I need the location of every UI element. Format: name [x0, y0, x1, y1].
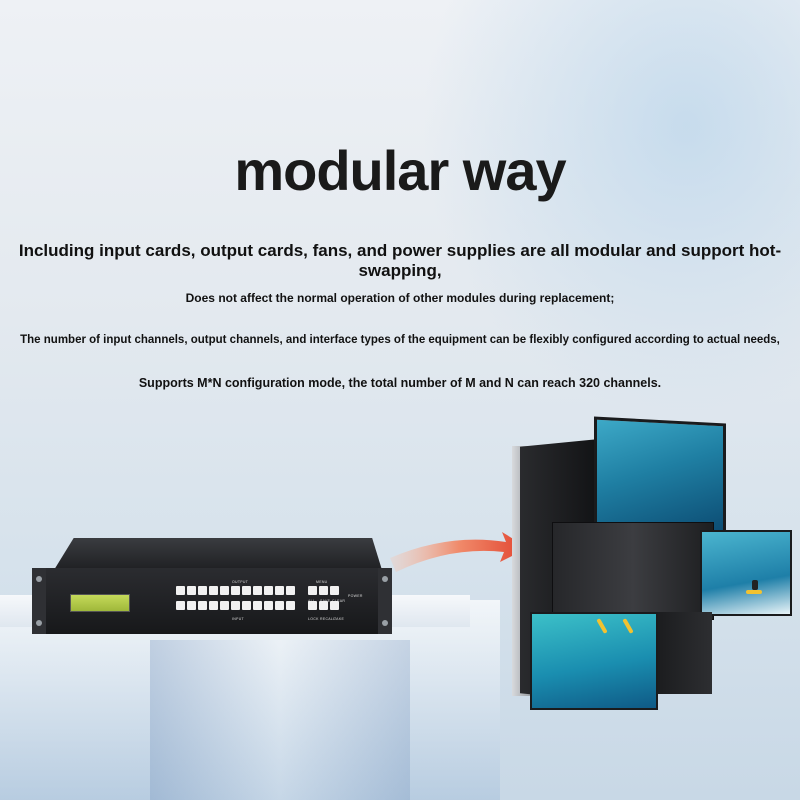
input-button — [264, 601, 273, 610]
led-module — [552, 522, 714, 620]
input-button — [242, 601, 251, 610]
output-button — [187, 586, 196, 595]
btn-label-recall: RECALL — [320, 617, 336, 621]
device-top-cover — [54, 538, 382, 570]
screw-icon — [36, 576, 42, 582]
output-button — [264, 586, 273, 595]
description-line-3: The number of input channels, output cha… — [20, 334, 780, 346]
output-button — [242, 586, 251, 595]
input-button — [231, 601, 240, 610]
save-button — [319, 586, 328, 595]
input-button — [198, 601, 207, 610]
screw-icon — [382, 620, 388, 626]
output-button — [198, 586, 207, 595]
output-button — [231, 586, 240, 595]
clear-button — [330, 586, 339, 595]
surfboard — [746, 590, 762, 594]
output-button — [220, 586, 229, 595]
take-button — [330, 601, 339, 610]
page-title: modular way — [234, 139, 566, 202]
surfboard — [622, 618, 634, 634]
led-screen-right — [700, 530, 792, 616]
screw-icon — [36, 620, 42, 626]
matrix-switcher-device: OUTPUT INPUT MENU ALL SAVE CLEAR LOCK RE… — [32, 538, 392, 638]
input-button — [187, 601, 196, 610]
output-label: OUTPUT — [232, 580, 249, 584]
pedestal-column — [150, 640, 410, 800]
output-button — [176, 586, 185, 595]
lcd-display — [70, 594, 130, 612]
btn-label-take: TAKE — [334, 617, 345, 621]
input-button — [176, 601, 185, 610]
channel-buttons — [176, 586, 304, 616]
input-button — [253, 601, 262, 610]
surfer-figure — [752, 580, 758, 590]
menu-label: MENU — [316, 580, 328, 584]
led-screen-top — [594, 416, 726, 536]
power-label: POWER — [348, 594, 363, 598]
surfboard — [596, 618, 608, 634]
description-line-1: Including input cards, output cards, fan… — [18, 241, 782, 280]
screw-icon — [382, 576, 388, 582]
rack-ear-right — [378, 568, 392, 634]
output-button — [253, 586, 262, 595]
input-button — [209, 601, 218, 610]
all-button — [308, 586, 317, 595]
input-button — [275, 601, 284, 610]
curved-arrow-icon — [390, 532, 528, 572]
input-label: INPUT — [232, 617, 244, 621]
recall-button — [319, 601, 328, 610]
cabinet-bottom-right — [652, 612, 712, 694]
input-button — [286, 601, 295, 610]
output-button — [209, 586, 218, 595]
led-screen-bottom — [530, 612, 658, 710]
output-button — [286, 586, 295, 595]
background-glow — [420, 0, 800, 420]
rack-ear-left — [32, 568, 46, 634]
output-button — [275, 586, 284, 595]
btn-label-lock: LOCK — [308, 617, 319, 621]
lock-button — [308, 601, 317, 610]
description-line-4: Supports M*N configuration mode, the tot… — [138, 376, 662, 390]
menu-buttons — [308, 586, 339, 616]
input-button — [220, 601, 229, 610]
description-line-2: Does not affect the normal operation of … — [185, 291, 615, 305]
